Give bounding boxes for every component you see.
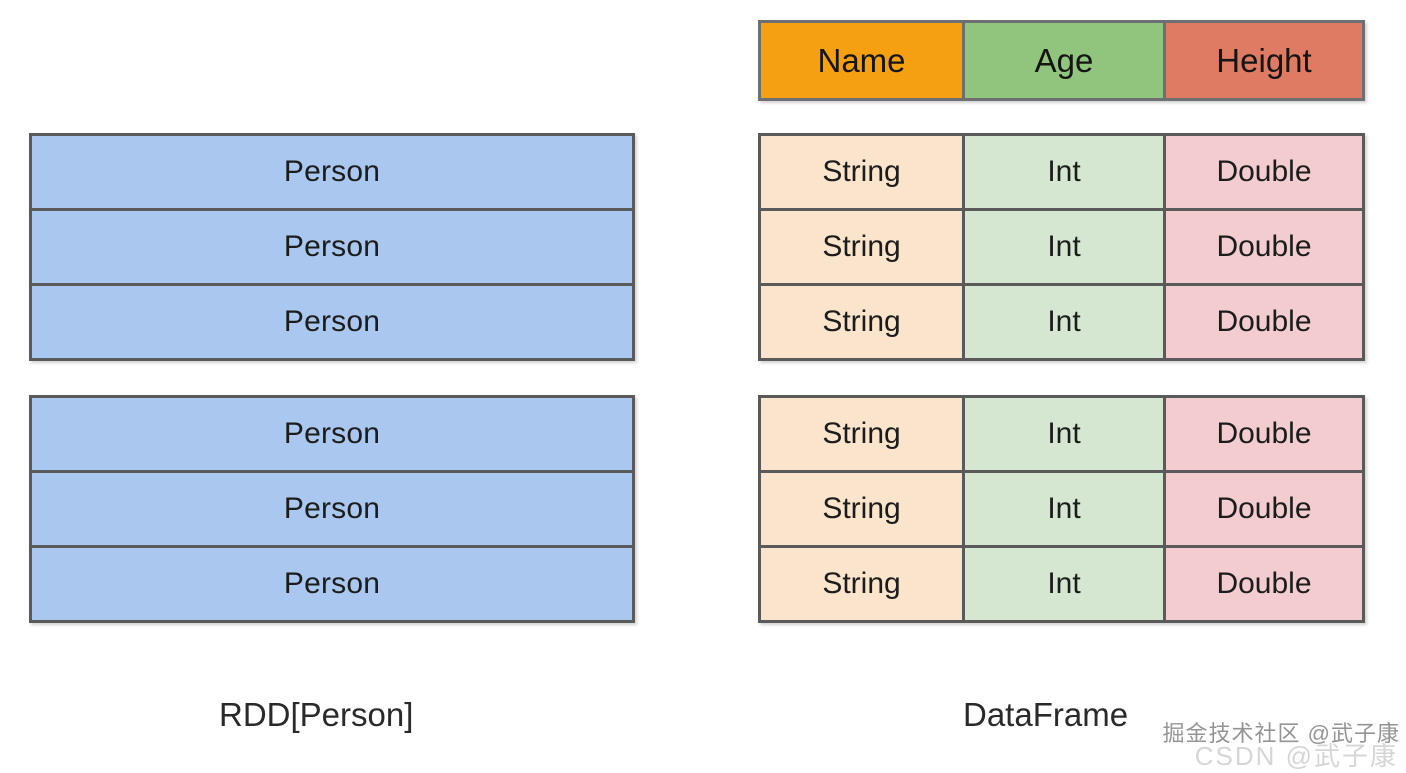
dataframe-header-label-age: Age <box>1034 41 1094 79</box>
dataframe-row: String Int Double <box>761 398 1362 473</box>
dataframe-cell-age: Int <box>965 473 1166 545</box>
dataframe-header-label-name: Name <box>817 41 906 79</box>
rdd-cell-label: Person <box>283 417 381 450</box>
dataframe-cell-height: Double <box>1166 211 1362 283</box>
dataframe-row: String Int Double <box>761 286 1362 358</box>
rdd-cell-label: Person <box>283 155 381 188</box>
dataframe-header-cell-height: Height <box>1166 23 1362 98</box>
rdd-row: Person <box>32 211 632 286</box>
rdd-row: Person <box>32 398 632 473</box>
dataframe-cell-label: Double <box>1216 155 1312 188</box>
rdd-cell-person: Person <box>32 286 632 358</box>
dataframe-cell-label: String <box>822 155 901 188</box>
dataframe-cell-height: Double <box>1166 398 1362 470</box>
dataframe-header-row: Name Age Height <box>758 20 1365 101</box>
rdd-cell-label: Person <box>283 567 381 600</box>
rdd-cell-person: Person <box>32 398 632 470</box>
dataframe-cell-height: Double <box>1166 136 1362 208</box>
dataframe-cell-label: String <box>822 230 901 263</box>
rdd-cell-label: Person <box>283 230 381 263</box>
dataframe-row: String Int Double <box>761 548 1362 620</box>
rdd-cell-person: Person <box>32 136 632 208</box>
dataframe-cell-label: Double <box>1216 492 1312 525</box>
dataframe-cell-name: String <box>761 136 965 208</box>
dataframe-block-1: String Int Double String Int Double Stri… <box>758 133 1365 361</box>
dataframe-cell-label: Double <box>1216 417 1312 450</box>
dataframe-row: String Int Double <box>761 473 1362 548</box>
dataframe-cell-height: Double <box>1166 548 1362 620</box>
dataframe-cell-label: Double <box>1216 305 1312 338</box>
juejin-watermark: 掘金技术社区 @武子康 <box>1162 721 1400 746</box>
dataframe-cell-label: Int <box>1047 492 1081 525</box>
rdd-block-2: Person Person Person <box>29 395 635 623</box>
dataframe-cell-age: Int <box>965 398 1166 470</box>
rdd-row: Person <box>32 473 632 548</box>
dataframe-cell-label: Int <box>1047 155 1081 188</box>
dataframe-block-2: String Int Double String Int Double Stri… <box>758 395 1365 623</box>
rdd-cell-person: Person <box>32 473 632 545</box>
dataframe-cell-label: Double <box>1216 567 1312 600</box>
dataframe-cell-name: String <box>761 398 965 470</box>
dataframe-cell-label: Int <box>1047 305 1081 338</box>
dataframe-cell-label: Int <box>1047 417 1081 450</box>
dataframe-cell-label: String <box>822 492 901 525</box>
dataframe-cell-name: String <box>761 211 965 283</box>
dataframe-header-cell-name: Name <box>761 23 965 98</box>
dataframe-cell-label: String <box>822 417 901 450</box>
dataframe-cell-age: Int <box>965 548 1166 620</box>
dataframe-cell-label: String <box>822 305 901 338</box>
dataframe-row: String Int Double <box>761 136 1362 211</box>
dataframe-cell-name: String <box>761 286 965 358</box>
dataframe-header-label-height: Height <box>1216 41 1312 79</box>
dataframe-cell-label: Int <box>1047 567 1081 600</box>
rdd-caption: RDD[Person] <box>219 696 414 733</box>
dataframe-cell-age: Int <box>965 286 1166 358</box>
rdd-cell-person: Person <box>32 211 632 283</box>
rdd-row: Person <box>32 548 632 620</box>
dataframe-cell-name: String <box>761 548 965 620</box>
rdd-row: Person <box>32 136 632 211</box>
rdd-cell-label: Person <box>283 305 381 338</box>
dataframe-cell-name: String <box>761 473 965 545</box>
rdd-block-1: Person Person Person <box>29 133 635 361</box>
dataframe-cell-age: Int <box>965 211 1166 283</box>
dataframe-cell-label: Double <box>1216 230 1312 263</box>
rdd-cell-person: Person <box>32 548 632 620</box>
rdd-row: Person <box>32 286 632 358</box>
dataframe-cell-height: Double <box>1166 286 1362 358</box>
dataframe-cell-label: Int <box>1047 230 1081 263</box>
dataframe-header-cell-age: Age <box>965 23 1166 98</box>
rdd-cell-label: Person <box>283 492 381 525</box>
dataframe-row: String Int Double <box>761 211 1362 286</box>
csdn-watermark: CSDN @武子康 <box>1194 741 1398 771</box>
dataframe-cell-label: String <box>822 567 901 600</box>
dataframe-cell-age: Int <box>965 136 1166 208</box>
dataframe-caption: DataFrame <box>963 696 1129 733</box>
dataframe-cell-height: Double <box>1166 473 1362 545</box>
